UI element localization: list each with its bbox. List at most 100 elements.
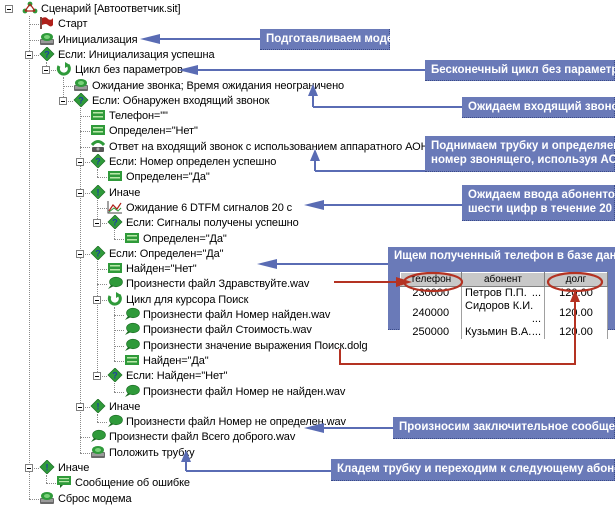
tree-node[interactable]: Ответ на входящий звонок с использование…: [90, 139, 435, 156]
tree-node[interactable]: ?Если: Сигналы получены успешно: [107, 214, 299, 232]
tree-node-label[interactable]: Найден="Да": [143, 355, 209, 367]
collapse-toggle[interactable]: [25, 51, 33, 59]
collapse-toggle[interactable]: [76, 250, 84, 258]
tree-node[interactable]: !Иначе: [39, 459, 90, 477]
tree-node-label[interactable]: Произнести файл Стоимость.wav: [143, 324, 312, 336]
collapse-toggle[interactable]: [93, 296, 101, 304]
tree-node[interactable]: !Иначе: [90, 184, 141, 202]
tree-node-label[interactable]: Произнести значение выражения Поиск.dolg: [143, 340, 368, 352]
tree-node[interactable]: Произнести файл Стоимость.wav: [124, 322, 312, 339]
tree-node[interactable]: Определен="Нет": [90, 123, 198, 140]
tree-node[interactable]: Найден="Нет": [107, 261, 197, 278]
tree-node[interactable]: Произнести файл Здравствуйте.wav: [107, 276, 309, 293]
tree-node-label[interactable]: Определен="Нет": [109, 125, 198, 137]
error-message-icon: [56, 475, 72, 489]
tree-node-label[interactable]: Произнести файл Номер не найден.wav: [143, 386, 346, 398]
column-header-phone[interactable]: телефон: [400, 272, 462, 287]
tree-node-label[interactable]: Если: Обнаружен входящий звонок: [92, 95, 270, 107]
assign-icon: [107, 261, 123, 275]
collapse-toggle[interactable]: [93, 372, 101, 380]
tree-node-label[interactable]: Положить трубку: [109, 447, 195, 459]
tree-node-label[interactable]: Иначе: [58, 462, 90, 474]
speech-icon: [124, 307, 140, 321]
ellipsis: ...: [531, 326, 541, 338]
tree-connector: [29, 24, 39, 25]
tree-node-label[interactable]: Произнести файл Здравствуйте.wav: [126, 278, 310, 290]
modem-icon: [90, 445, 106, 459]
tree-node-label[interactable]: Сценарий [Автоответчик.sit]: [41, 3, 181, 15]
tree-node[interactable]: !Иначе: [90, 398, 141, 416]
collapse-toggle[interactable]: [25, 464, 33, 472]
tree-node[interactable]: Сброс модема: [39, 491, 132, 508]
collapse-toggle[interactable]: [59, 97, 67, 105]
tree-node[interactable]: Цикл для курсора Поиск: [107, 292, 248, 309]
tree-node-label[interactable]: Определен="Да": [126, 171, 210, 183]
tree-node-label[interactable]: Цикл для курсора Поиск: [126, 294, 249, 306]
tree-node[interactable]: Телефон="": [90, 108, 168, 125]
tree-node-label[interactable]: Если: Номер определен успешно: [109, 156, 277, 168]
condition-question-icon: ?: [90, 153, 106, 169]
collapse-toggle[interactable]: [5, 5, 13, 13]
tree-node-label[interactable]: Если: Инициализация успешна: [58, 49, 215, 61]
tree-node-label[interactable]: Иначе: [109, 401, 141, 413]
tree-connector: [29, 468, 39, 469]
tree-node-label[interactable]: Ожидание 6 DTFM сигналов 20 с: [126, 202, 293, 214]
tree-node-label[interactable]: Старт: [58, 18, 88, 30]
tree-node-label[interactable]: Произнести файл Всего доброго.wav: [109, 431, 296, 443]
tree-node[interactable]: Цикл без параметров: [56, 62, 183, 79]
tree-node-label[interactable]: Произнести файл Номер найден.wav: [143, 309, 331, 321]
tree-node-label[interactable]: Произнести файл Номер не определен.wav: [126, 416, 346, 428]
tree-node[interactable]: Найден="Да": [124, 353, 209, 370]
tree-node-label[interactable]: Определен="Да": [143, 233, 227, 245]
collapse-toggle[interactable]: [76, 189, 84, 197]
collapse-toggle[interactable]: [42, 66, 50, 74]
tree-node[interactable]: Инициализация: [39, 32, 138, 49]
tree-node[interactable]: Произнести файл Всего доброго.wav: [90, 429, 295, 446]
column-header-subscriber[interactable]: абонент: [461, 272, 545, 287]
tree-node-label[interactable]: Инициализация: [58, 34, 138, 46]
tree-node[interactable]: Произнести значение выражения Поиск.dolg: [124, 338, 368, 355]
tree-node[interactable]: Произнести файл Номер не определен.wav: [107, 414, 346, 431]
tree-node[interactable]: Произнести файл Номер найден.wav: [124, 307, 330, 324]
tree-node[interactable]: Положить трубку: [90, 445, 195, 462]
tree-node-label[interactable]: Сообщение об ошибке: [75, 477, 190, 489]
tree-node[interactable]: Ожидание звонка; Время ожидания неограни…: [73, 78, 344, 95]
tree-node[interactable]: Сценарий [Автоответчик.sit]: [22, 1, 181, 18]
tree-node-label[interactable]: Если: Найден="Нет": [126, 370, 228, 382]
table-header-row: телефон абонент долг: [400, 272, 608, 287]
tree-node[interactable]: Определен="Да": [107, 169, 210, 186]
tree-node[interactable]: Определен="Да": [124, 231, 227, 248]
collapse-toggle[interactable]: [76, 158, 84, 166]
tree-node-label[interactable]: Цикл без параметров: [75, 64, 183, 76]
tree-node[interactable]: Ожидание 6 DTFM сигналов 20 с: [107, 200, 292, 217]
tree-node-label[interactable]: Иначе: [109, 187, 141, 199]
tree-node[interactable]: Произнести файл Номер не найден.wav: [124, 384, 345, 401]
tree-node-label[interactable]: Телефон="": [109, 110, 168, 122]
tree-node[interactable]: ?Если: Найден="Нет": [107, 367, 228, 385]
tree-node[interactable]: ?Если: Инициализация успешна: [39, 46, 215, 64]
tree-node[interactable]: Старт: [39, 16, 87, 33]
tree-node-label[interactable]: Найден="Нет": [126, 263, 197, 275]
cell-phone: 250000: [400, 326, 462, 339]
collapse-toggle[interactable]: [93, 219, 101, 227]
tree-connector: [97, 200, 98, 223]
tree-node[interactable]: ?Если: Номер определен успешно: [90, 153, 277, 171]
speech-icon: [124, 322, 140, 336]
tree-node-label[interactable]: Если: Определен="Да": [109, 248, 224, 260]
speech-icon: [107, 414, 123, 428]
tree-node-label[interactable]: Ответ на входящий звонок с использование…: [109, 141, 435, 153]
collapse-toggle[interactable]: [76, 403, 84, 411]
tree-node[interactable]: ?Если: Обнаружен входящий звонок: [73, 92, 270, 110]
column-header-debt[interactable]: долг: [544, 272, 608, 287]
tree-node[interactable]: ?Если: Определен="Да": [90, 245, 224, 263]
tree-node-label[interactable]: Если: Сигналы получены успешно: [126, 217, 299, 229]
callout-wait-digits: Ожидаем ввода абонентом шести цифр в теч…: [462, 185, 615, 221]
tree-connector: [114, 392, 124, 393]
tree-node-label[interactable]: Ожидание звонка; Время ожидания неограни…: [92, 80, 345, 92]
tree-connector: [46, 483, 56, 484]
tree-node[interactable]: Сообщение об ошибке: [56, 475, 190, 492]
